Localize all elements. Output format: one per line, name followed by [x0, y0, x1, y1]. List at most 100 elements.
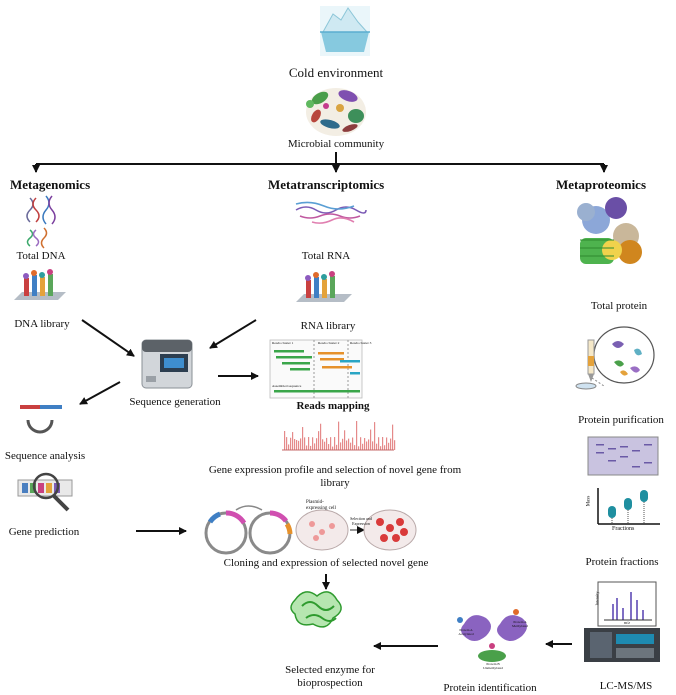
protein-identification-icon [457, 609, 527, 662]
expression-bar [356, 421, 358, 450]
expression-profile-bars [284, 421, 396, 450]
expression-bar [344, 430, 346, 450]
sequencer-icon [141, 339, 193, 389]
expression-bar [382, 437, 384, 450]
expression-bar [324, 441, 326, 450]
expression-bar [360, 437, 362, 450]
expression-bar [384, 445, 386, 450]
expression-bar [294, 439, 296, 450]
expression-bar [376, 443, 378, 450]
expression-bar [330, 437, 332, 450]
expression-bar [298, 440, 300, 450]
mz-axis-label: m/z [624, 620, 630, 625]
expression-bar [366, 441, 368, 450]
protein-a-acetylated-label: Protein A Acetylated [458, 628, 474, 636]
reads-mapping-figure [269, 339, 363, 399]
protein-b-unmethylated-label: Protein B Unmethylated [483, 662, 503, 670]
metatranscriptomics-header: Metatranscriptomics [268, 177, 385, 192]
branch-connector [32, 152, 608, 173]
expression-bar [348, 438, 350, 450]
expression-bar [334, 437, 336, 450]
expression-bar [378, 437, 380, 450]
expression-bar [312, 437, 314, 450]
gene-prediction-icon [17, 472, 73, 512]
cold-environment-label: Cold environment [288, 65, 384, 80]
expression-bar [328, 444, 330, 450]
expression-bar [284, 431, 286, 450]
sequence-analysis-label: Sequence analysis [4, 450, 86, 462]
protein-purification-label: Protein purification [578, 414, 664, 426]
expression-bar [306, 445, 308, 450]
rna-icon [295, 201, 367, 224]
reads-mapping-label: Reads mapping [296, 400, 370, 412]
reads-cluster-3-label: Reads cluster 3 [350, 341, 372, 345]
expression-bar [352, 437, 354, 450]
protein-a-methylated-label: Protein A Methylated [512, 620, 528, 628]
gene-prediction-label: Gene prediction [8, 526, 80, 538]
gel-electrophoresis-icon [587, 436, 659, 476]
plasmid-icon [248, 510, 293, 555]
plasmid-cell-label: Plasmid-expressing cell [306, 500, 336, 511]
iceberg-icon [320, 6, 370, 56]
fraction-mass-plot [597, 488, 660, 525]
sequence-analysis-icon [20, 405, 62, 434]
expression-bar [362, 443, 364, 450]
expression-bar [318, 431, 320, 450]
protein-identification-label: Protein identification [443, 682, 537, 694]
dna-icon [26, 195, 56, 249]
expression-bar [358, 446, 360, 450]
expression-bar [380, 446, 382, 450]
expression-bar [374, 422, 376, 450]
expression-bar [370, 429, 372, 450]
expression-bar [302, 427, 304, 450]
expression-bar [288, 444, 290, 450]
expression-bar [314, 443, 316, 450]
expression-bar [340, 442, 342, 450]
expression-bar [332, 446, 334, 450]
metagenomics-header: Metagenomics [10, 177, 91, 192]
enzyme-structure-icon [290, 591, 342, 628]
gene-expression-label: Gene expression profile and selection of… [208, 464, 462, 489]
cell-dish-expressed-icon [363, 509, 417, 551]
total-protein-label: Total protein [590, 300, 648, 312]
expression-bar [368, 439, 370, 450]
expression-bar [310, 445, 312, 450]
lcms-instrument-icon [584, 628, 660, 662]
expression-bar [308, 437, 310, 450]
dna-library-label: DNA library [14, 318, 70, 330]
expression-bar [350, 442, 352, 450]
expression-bar [326, 437, 328, 450]
metaproteomics-header: Metaproteomics [556, 177, 647, 192]
expression-bar [296, 440, 298, 450]
protein-structure-icon [577, 197, 642, 264]
plasmid-icon [204, 510, 248, 555]
expression-bar [342, 438, 344, 450]
expression-bar [364, 438, 366, 450]
dna-library-icon [14, 269, 66, 300]
fractions-axis-label: Fractions [612, 526, 635, 532]
expression-bar [336, 444, 338, 450]
ms-spectrum-icon [597, 581, 657, 627]
expression-bar [372, 441, 374, 450]
expression-bar [292, 432, 294, 450]
flow-arrows [79, 319, 572, 650]
cloning-label: Cloning and expression of selected novel… [223, 557, 429, 569]
expression-bar [290, 437, 292, 450]
intensity-axis-label: Intensity [594, 591, 600, 606]
mass-axis-label: Mass [586, 495, 592, 507]
expression-bar [320, 423, 322, 450]
expression-bar [300, 438, 302, 450]
expression-bar [346, 440, 348, 450]
expression-bar [392, 424, 394, 450]
expression-bar [394, 440, 396, 450]
protein-fractions-label: Protein fractions [585, 556, 659, 568]
expression-bar [388, 442, 390, 450]
expression-bar [322, 439, 324, 450]
microbial-community-icon [306, 88, 366, 136]
rna-library-icon [296, 271, 352, 302]
selection-expression-label: Selection and Expression [350, 516, 372, 526]
expression-bar [386, 437, 388, 450]
expression-bar [338, 421, 340, 450]
